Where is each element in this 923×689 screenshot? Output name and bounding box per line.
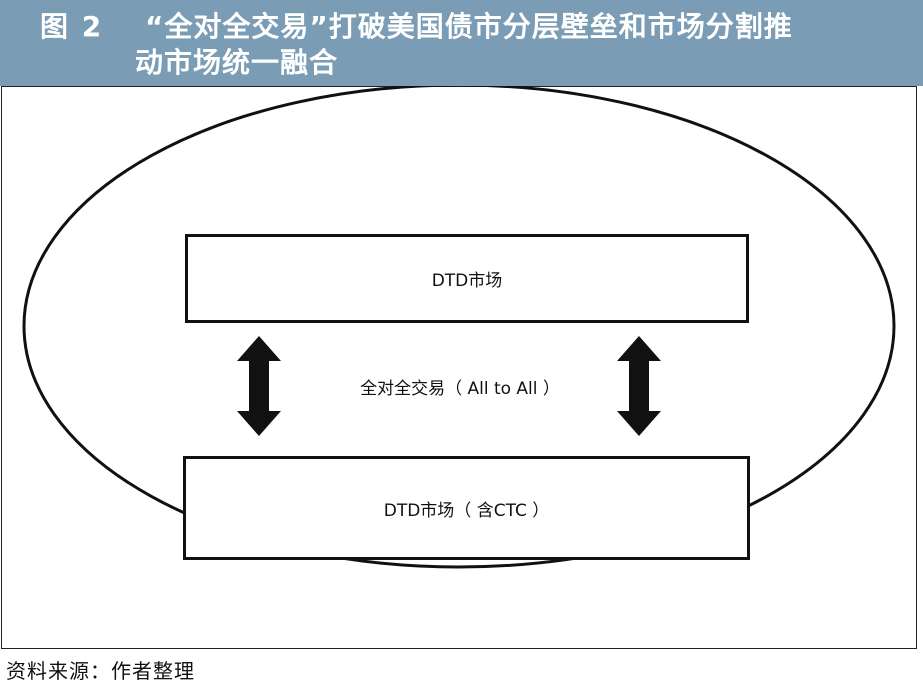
figure-label: 图 2 [40, 10, 104, 43]
dtd-ctc-market-box: DTD市场（ 含CTC ） [183, 456, 750, 560]
diagram-canvas [22, 86, 896, 569]
dtd-ctc-market-label: DTD市场（ 含CTC ） [383, 500, 550, 521]
source-note: 资料来源：作者整理 [6, 659, 195, 683]
bidirectional-arrow-left-icon [237, 336, 281, 436]
market-ellipse [22, 86, 896, 569]
figure-title-line2: 动市场统一融合 [135, 46, 339, 79]
figure-title-line1: “全对全交易”打破美国债市分层壁垒和市场分割推 [145, 10, 793, 43]
dtd-market-box: DTD市场 [185, 234, 749, 323]
dtd-market-label: DTD市场 [431, 271, 503, 291]
all-to-all-label: 全对全交易（ All to All ） [360, 379, 560, 399]
bidirectional-arrow-right-icon [617, 336, 661, 436]
title-bar: 图 2 “全对全交易”打破美国债市分层壁垒和市场分割推 动市场统一融合 [0, 0, 923, 86]
figure-title: “全对全交易”打破美国债市分层壁垒和市场分割推 动市场统一融合 [135, 9, 905, 81]
